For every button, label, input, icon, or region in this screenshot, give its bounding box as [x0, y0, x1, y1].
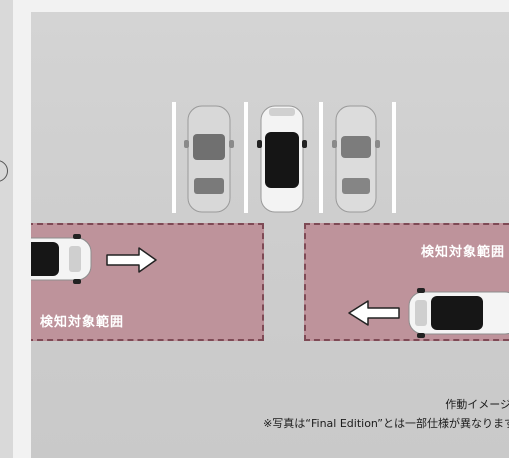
parking-line [244, 102, 248, 213]
parked-car-icon [332, 105, 380, 213]
parking-line [392, 102, 396, 213]
caption-disclaimer: ※写真は“Final Edition”とは一部仕様が異なります [263, 417, 509, 430]
scroll-circle-icon[interactable] [0, 160, 8, 182]
left-panel [0, 0, 13, 458]
detection-zone-label: 検知対象範囲 [421, 245, 506, 260]
parking-line [172, 102, 176, 213]
cars-svg [31, 105, 509, 338]
arrow-right-icon [106, 247, 157, 273]
parked-car-icon [184, 105, 234, 213]
arrow-left-icon [348, 300, 400, 326]
parking-lot-illustration: 検知対象範囲 検知対象範囲 [31, 12, 509, 458]
caption-operation-image: 作動イメージ [445, 398, 509, 411]
parked-car-icon [257, 105, 307, 213]
parking-line [319, 102, 323, 213]
approaching-car-icon [408, 288, 509, 338]
approaching-car-icon [31, 234, 92, 284]
detection-zone-label: 検知対象範囲 [40, 315, 125, 330]
